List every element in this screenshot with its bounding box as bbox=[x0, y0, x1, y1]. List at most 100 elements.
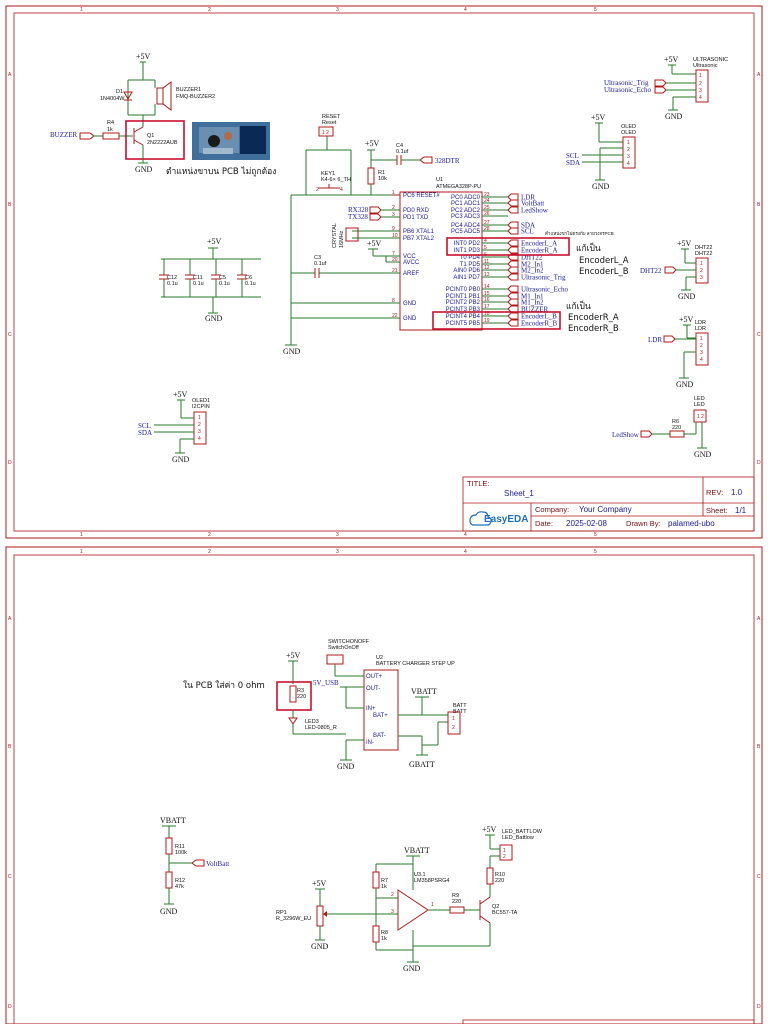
sheet-title: Sheet_1 bbox=[504, 489, 534, 498]
net-ultra-echo: Ultrasonic_Echo bbox=[604, 86, 652, 94]
cap-value: 0.1u bbox=[219, 281, 230, 287]
encoderl-a-note: EncoderL_A bbox=[579, 256, 629, 266]
svg-text:4: 4 bbox=[700, 357, 703, 363]
encoderr-b-note: EncoderR_B bbox=[568, 324, 619, 334]
gnd-label: GND bbox=[676, 380, 694, 389]
vcc-label: +5V bbox=[677, 239, 692, 248]
grid-row: C bbox=[8, 332, 12, 338]
rp1-name: RP1 bbox=[276, 910, 287, 916]
vcc-label: +5V bbox=[136, 52, 151, 61]
grid-row: B bbox=[8, 202, 12, 208]
r12-val: 47k bbox=[175, 884, 184, 890]
svg-text:2: 2 bbox=[391, 892, 394, 898]
r1-val: 10k bbox=[378, 176, 387, 182]
ldr-part: LDR bbox=[695, 326, 706, 332]
oled-connector: +5V OLED OLED 1 2 3 4 SCL SDA GND bbox=[566, 113, 636, 191]
switch-name: SWITCHONOFF bbox=[328, 639, 370, 645]
company-value: Your Company bbox=[579, 505, 632, 514]
cap-name: C11 bbox=[193, 275, 203, 281]
r11-val: 100k bbox=[175, 850, 187, 856]
sheet1-frame: 1 2 3 4 5 1 2 3 4 5 A B C D A B C D bbox=[5, 5, 763, 539]
grid-row: B bbox=[8, 744, 12, 750]
vcc-label: +5V bbox=[173, 390, 188, 399]
svg-text:1: 1 bbox=[627, 140, 630, 146]
u1-pin-number: 3 bbox=[392, 212, 395, 218]
encoder-note-1: แก้เป็น bbox=[576, 242, 601, 254]
led3-icon bbox=[288, 717, 298, 725]
r8-name: R8 bbox=[381, 930, 388, 936]
u1-pin-label: INT0 PD2 bbox=[454, 241, 481, 247]
q1-part: 2N2222AUB bbox=[147, 140, 178, 146]
svg-text:3: 3 bbox=[198, 429, 201, 435]
u1-pin-number: 27 bbox=[484, 220, 490, 226]
grid-col: 3 bbox=[336, 532, 339, 538]
u1-net-label: DHT22 bbox=[521, 254, 543, 262]
u1-pin-number: 4 bbox=[484, 238, 487, 244]
u2-pin: BAT- bbox=[373, 733, 386, 739]
svg-text:4: 4 bbox=[627, 161, 630, 167]
cap-value: 0.1u bbox=[245, 281, 256, 287]
svg-text:4: 4 bbox=[699, 95, 702, 101]
grid-row: D bbox=[757, 460, 761, 466]
u1-pin-label: PC3 ADC3 bbox=[451, 214, 481, 220]
crystal-val: 16MHz bbox=[339, 230, 345, 248]
gnd-label: GND bbox=[205, 314, 223, 323]
u2-pin: OUT+ bbox=[366, 674, 383, 680]
u1-pin-label: PD1 TXD bbox=[403, 215, 429, 221]
svg-text:4: 4 bbox=[340, 187, 343, 193]
net-ledshow: LedShow bbox=[612, 431, 640, 439]
grid-row: D bbox=[8, 1004, 12, 1010]
u1-name: U1 bbox=[436, 177, 443, 183]
drawn-value: palamed-ubo bbox=[668, 519, 715, 528]
voltage-divider: VBATT R11 100k VoltBatt R12 47k GND bbox=[160, 816, 229, 916]
u1-net-label: M1_In2 bbox=[521, 299, 544, 307]
grid-row: D bbox=[8, 460, 12, 466]
vcc-label: +5V bbox=[207, 237, 222, 246]
svg-text:2: 2 bbox=[699, 81, 702, 87]
reset-part: Reset bbox=[322, 120, 337, 126]
cap-name: C5 bbox=[219, 275, 226, 281]
gnd-label: GND bbox=[665, 112, 683, 121]
net-scl: SCL bbox=[138, 422, 151, 430]
u1-net-label: M2_In2 bbox=[521, 267, 544, 275]
grid-row: C bbox=[757, 332, 761, 338]
dht-part: DHT22 bbox=[695, 251, 712, 257]
drawn-label: Drawn By: bbox=[626, 519, 661, 528]
u1-pin-label: PCINT1 PB1 bbox=[446, 294, 481, 300]
batt-name: BATT bbox=[453, 703, 467, 709]
r3-highlight-box bbox=[276, 681, 312, 711]
vcc-label: +5V bbox=[679, 315, 694, 324]
battlow-part: LED_Battlow bbox=[502, 835, 534, 841]
grid-row: A bbox=[757, 72, 761, 78]
led-connector: LED LED 1 2 LedShow R6 220 GND bbox=[612, 396, 712, 459]
u1-pin-label: PC2 ADC2 bbox=[451, 208, 481, 214]
u1-net-label: M1_In1 bbox=[521, 293, 544, 301]
int-pins-highlight bbox=[446, 237, 570, 256]
u1-net-label: LDR bbox=[521, 194, 535, 202]
u1-net-label: SCL bbox=[521, 228, 534, 236]
title-label: TITLE: bbox=[467, 479, 490, 488]
u1-net-label: M2_In1 bbox=[521, 261, 544, 269]
gnd-label: GND bbox=[160, 907, 178, 916]
u1-pin-number: 7 bbox=[392, 251, 395, 257]
grid-row: A bbox=[8, 72, 12, 78]
net-328dtr: 328DTR bbox=[435, 157, 460, 165]
date-value: 2025-02-08 bbox=[566, 519, 607, 528]
company-label: Company: bbox=[535, 505, 569, 514]
svg-text:2: 2 bbox=[452, 725, 455, 731]
c3-name: C3 bbox=[314, 255, 321, 261]
u2-chip bbox=[363, 669, 399, 751]
pcint-pins-highlight bbox=[432, 311, 561, 330]
vcc-label: +5V bbox=[591, 113, 606, 122]
u1-pin-number: 1 bbox=[392, 190, 395, 196]
net-scl: SCL bbox=[566, 152, 579, 160]
u1-pin-number: 17 bbox=[484, 304, 490, 310]
vcc-label: +5V bbox=[367, 239, 382, 248]
svg-text:1: 1 bbox=[452, 716, 455, 722]
vcc-label: +5V bbox=[664, 55, 679, 64]
u2-pin: IN+ bbox=[366, 706, 376, 712]
grid-col: 5 bbox=[594, 549, 597, 555]
vbatt-label: VBATT bbox=[404, 846, 430, 855]
u1-part: ATMEGA328P-PU bbox=[436, 184, 481, 190]
